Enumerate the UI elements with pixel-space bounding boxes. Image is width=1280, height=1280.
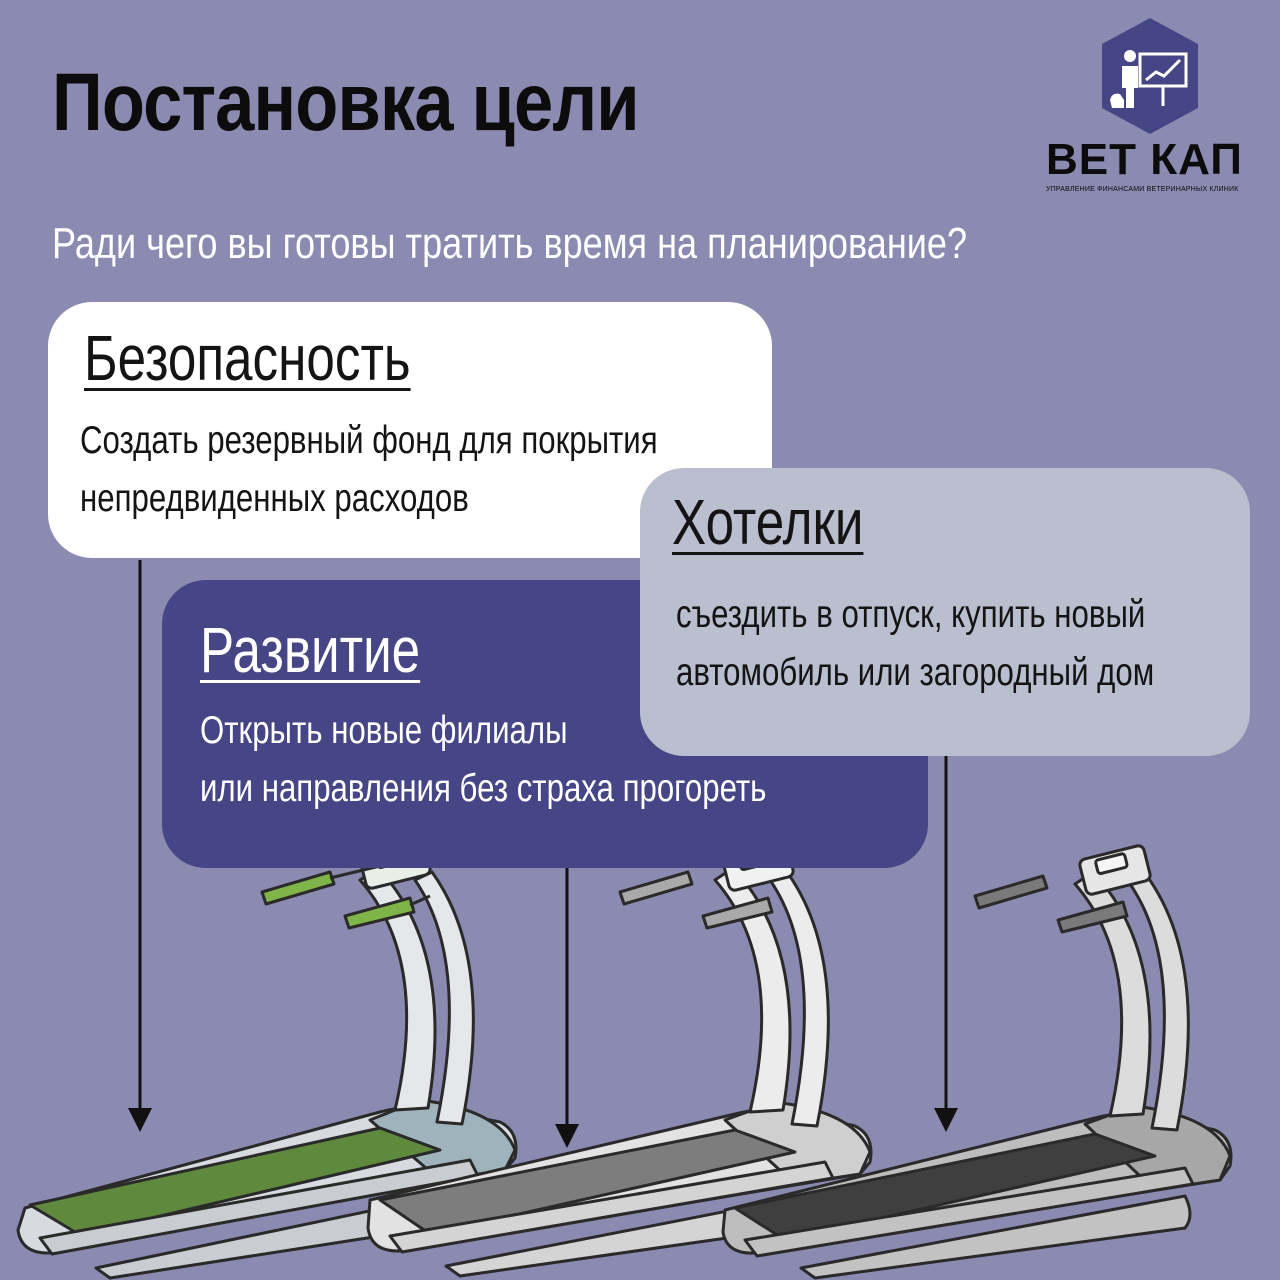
card-safety-heading: Безопасность (84, 322, 411, 394)
card-development-heading: Развитие (200, 614, 421, 686)
treadmill-dark (721, 844, 1233, 1280)
card-development-line2: или направления без страха прогореть (200, 767, 767, 810)
card-wants-heading: Хотелки (672, 486, 864, 558)
logo-tagline: УПРАВЛЕНИЕ ФИНАНСАМИ ВЕТЕРИНАРНЫХ КЛИНИК (1046, 186, 1239, 193)
card-safety-text: Создать резервный фонд для покрытия непр… (80, 412, 658, 528)
card-wants-line2: автомобиль или загородный дом (676, 651, 1155, 694)
logo-name: ВЕТ КАП (1046, 135, 1243, 184)
card-wants-line1: съездить в отпуск, купить новый (676, 593, 1146, 636)
card-wants: Хотелки съездить в отпуск, купить новый … (640, 468, 1250, 756)
vet-presentation-icon (1102, 18, 1198, 134)
page-title: Постановка цели (52, 57, 640, 148)
card-safety-line1: Создать резервный фонд для покрытия (80, 419, 658, 462)
card-safety-line2: непредвиденных расходов (80, 477, 469, 520)
arrow-wants (934, 756, 958, 1132)
page-subtitle: Ради чего вы готовы тратить время на пла… (52, 219, 968, 268)
arrow-development (555, 868, 579, 1148)
card-wants-text: съездить в отпуск, купить новый автомоби… (676, 586, 1154, 702)
card-development-line1: Открыть новые филиалы (200, 709, 568, 752)
treadmill-gray (366, 840, 873, 1278)
arrow-safety (128, 560, 152, 1132)
card-development-text: Открыть новые филиалы или направления бе… (200, 702, 766, 818)
